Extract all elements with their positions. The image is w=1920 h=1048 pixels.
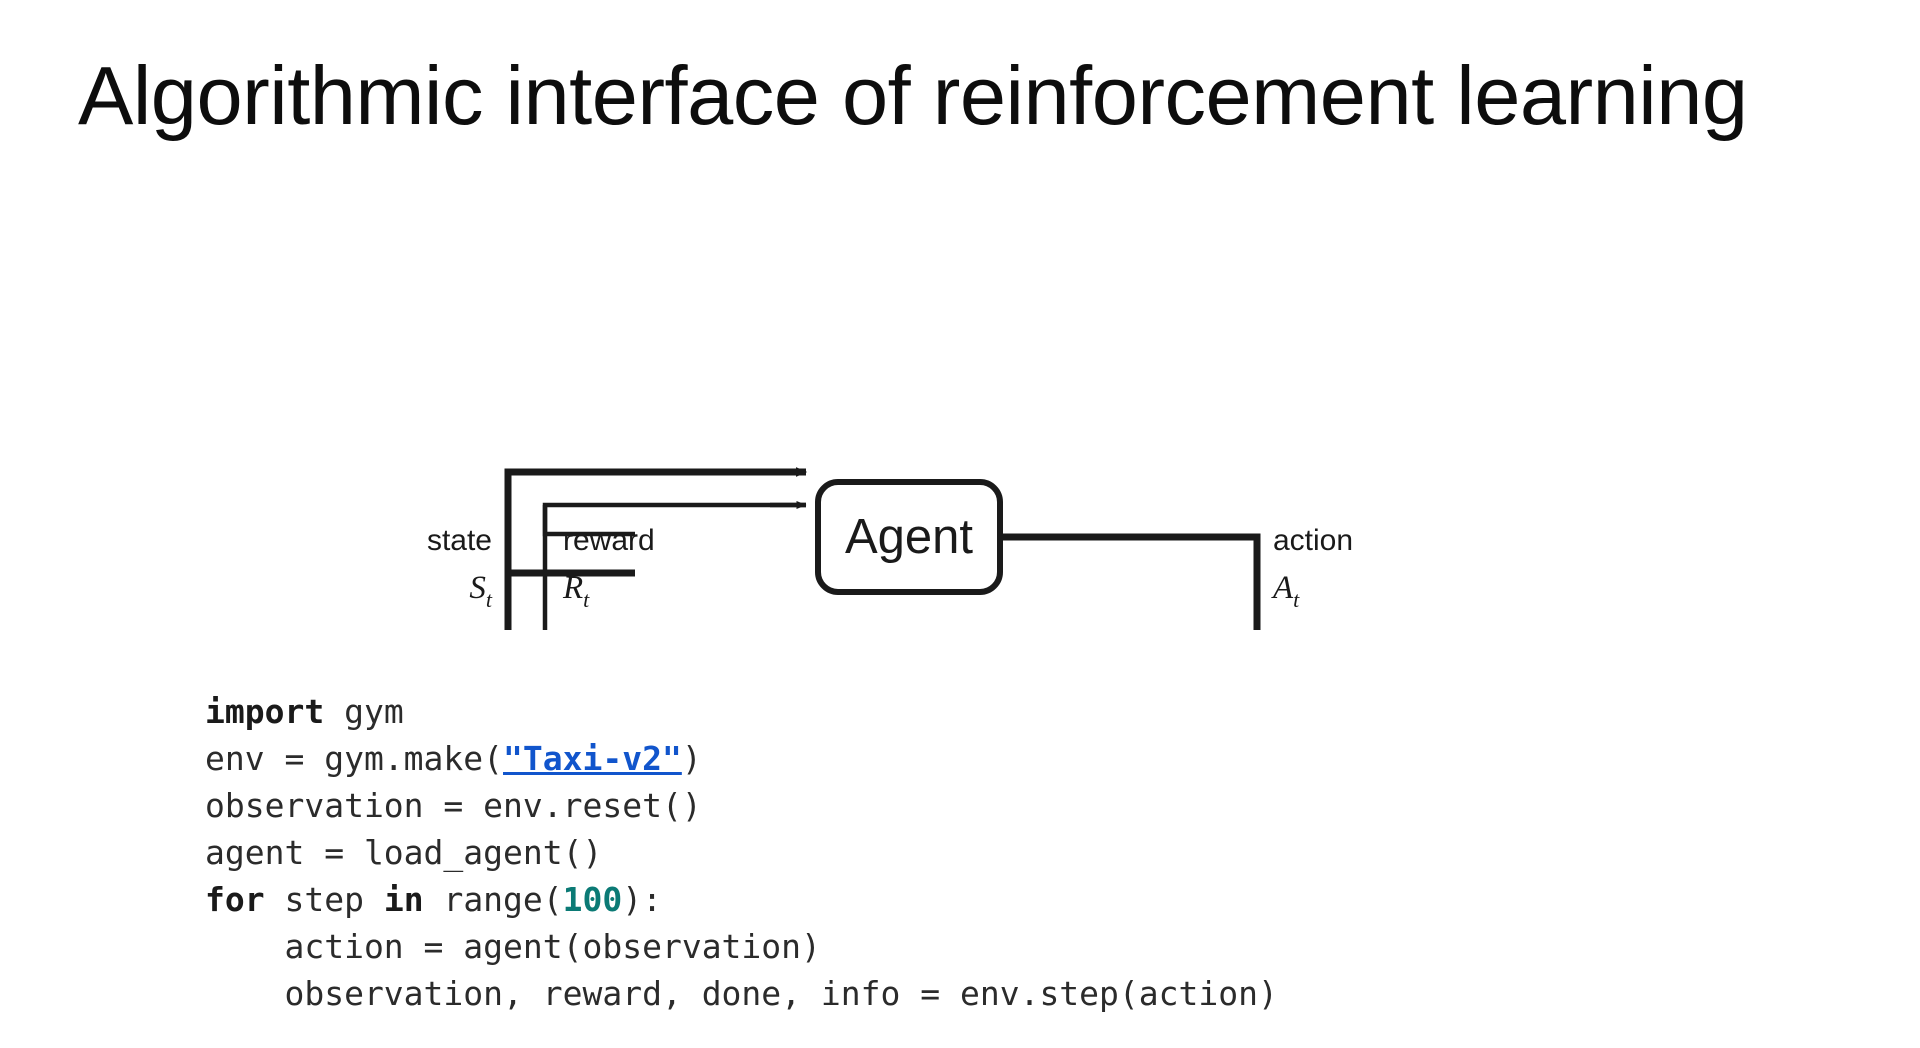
code-line: action = agent(observation): [205, 923, 1278, 970]
action-symbol-label: At: [1271, 570, 1300, 612]
agent-label: Agent: [845, 510, 973, 564]
code-line: observation, reward, done, info = env.st…: [205, 970, 1278, 1017]
code-text: action = agent(observation): [205, 927, 821, 966]
code-line: observation = env.reset(): [205, 782, 1278, 829]
state-symbol-main: S: [469, 570, 486, 606]
action-symbol-main: A: [1271, 570, 1294, 606]
state-outer-route: [504, 468, 806, 577]
page-title: Algorithmic interface of reinforcement l…: [78, 49, 1748, 142]
code-text: gym: [324, 692, 404, 731]
action-word-label: action: [1273, 524, 1353, 557]
code-text: observation, reward, done, info = env.st…: [205, 974, 1278, 1013]
state-outer-return: [504, 472, 512, 630]
state-symbol-subscript: t: [486, 587, 493, 612]
code-keyword: for: [205, 880, 265, 919]
code-text: ):: [622, 880, 663, 919]
rl-loop-diagram: Agent Environment state St reward Rt act…: [0, 210, 1560, 630]
code-number: 100: [562, 880, 623, 919]
code-line: env = gym.make("Taxi-v2"): [205, 735, 1278, 782]
action-symbol-subscript: t: [1293, 587, 1300, 612]
code-string-link[interactable]: "Taxi-v2": [503, 739, 682, 778]
code-text: env = gym.make(: [205, 739, 504, 778]
agent-node[interactable]: Agent: [815, 479, 1003, 595]
code-line: agent = load_agent(): [205, 829, 1278, 876]
reward-symbol-main: R: [562, 570, 583, 606]
code-line: for step in range(100):: [205, 876, 1278, 923]
state-feedback-path: [504, 467, 807, 573]
code-text: range(: [423, 880, 563, 919]
reward-inner-return: [542, 505, 548, 630]
state-symbol-label: St: [469, 570, 493, 612]
code-text: observation = env.reset(): [205, 786, 702, 825]
reward-word-label: reward: [563, 524, 655, 557]
code-text: agent = load_agent(): [205, 833, 603, 872]
state-word-label: state: [427, 524, 492, 557]
code-keyword: in: [383, 880, 424, 919]
reward-symbol-label: Rt: [562, 570, 590, 612]
action-route: [1000, 533, 1261, 630]
code-keyword: import: [205, 692, 325, 731]
rl-loop-svg: Agent Environment state St reward Rt act…: [427, 467, 1353, 630]
code-line: import gym: [205, 688, 1278, 735]
code-text: step: [264, 880, 384, 919]
code-text: ): [681, 739, 702, 778]
reward-symbol-subscript: t: [583, 587, 590, 612]
state-return-path: [504, 472, 635, 577]
state-arrow-to-agent: [504, 467, 807, 573]
